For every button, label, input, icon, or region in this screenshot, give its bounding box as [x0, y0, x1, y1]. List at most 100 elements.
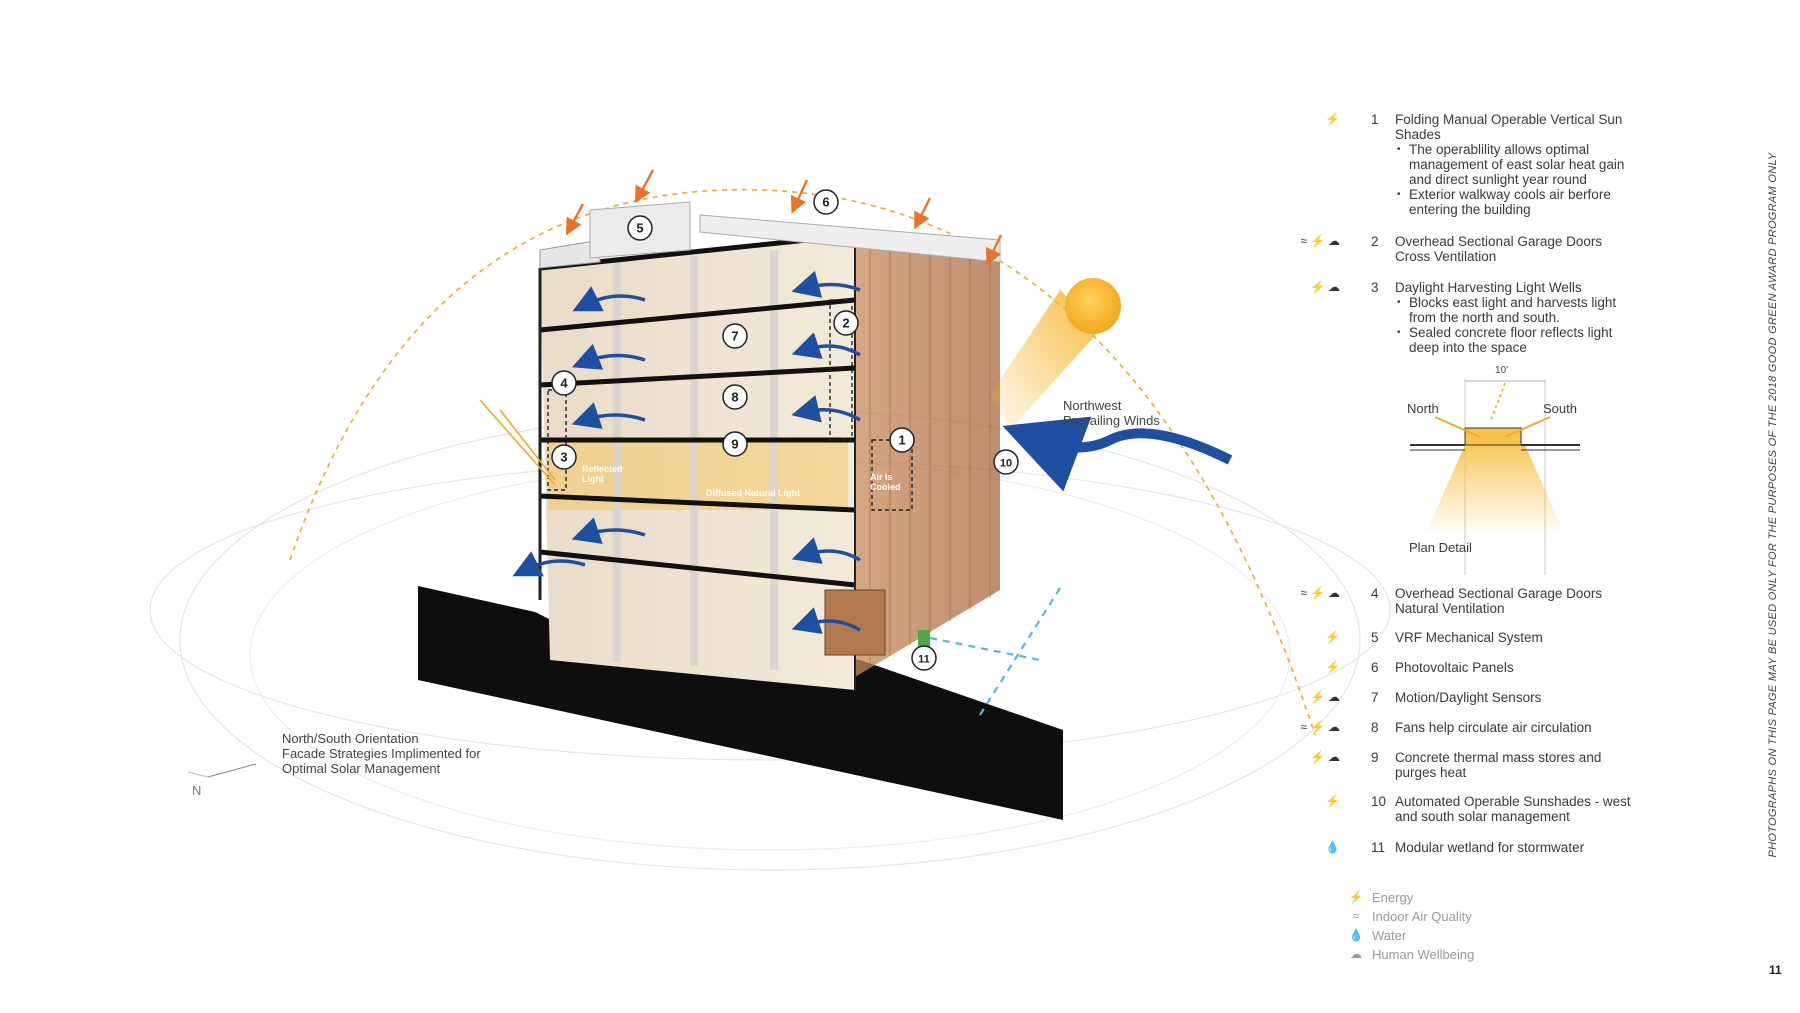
human-wellbeing-icon: ☁ [1328, 690, 1340, 704]
legend-icons: ⚡ [1325, 112, 1340, 127]
key-label: Human Wellbeing [1372, 947, 1475, 962]
marker-circle-8 [722, 384, 748, 410]
legend-number: 10 [1371, 794, 1387, 809]
key-item-human-wellbeing: ☁Human Wellbeing [1348, 945, 1474, 964]
marker-number-2: 2 [842, 316, 849, 331]
marker-number-4: 4 [560, 376, 568, 391]
key-item-water: 💧 Water [1348, 926, 1474, 945]
marker-number-6: 6 [822, 195, 829, 210]
energy-icon: ⚡ [1310, 280, 1325, 294]
legend-number: 9 [1371, 750, 1379, 765]
energy-icon: ⚡ [1325, 112, 1340, 126]
plaza-dashed-lines [929, 587, 1061, 719]
plan-south-label: South [1543, 401, 1577, 416]
marker-number-11: 11 [918, 654, 930, 666]
indoor-air-quality-icon: ≈ [1300, 234, 1308, 248]
water-icon: 💧 [1325, 840, 1340, 854]
reflected-light-rays [479, 399, 556, 486]
key-label: Energy [1372, 890, 1414, 905]
water-icon: 💧 [1348, 928, 1364, 942]
sun-ray-arrows [565, 169, 1003, 266]
legend-title: VRF Mechanical System [1395, 630, 1543, 645]
number-markers: 1 2 3 4 5 6 7 8 9 10 11 [551, 189, 1019, 671]
photo-usage-note: PHOTOGRAPHS ON THIS PAGE MAY BE USED ONL… [1767, 152, 1779, 858]
interior-wind-arrows [512, 270, 861, 634]
legend-bullets: Blocks east light and harvests light fro… [1395, 295, 1635, 355]
key-label: Indoor Air Quality [1372, 909, 1472, 924]
marker-number-3: 3 [560, 450, 567, 465]
energy-icon: ⚡ [1310, 720, 1325, 734]
key-item-indoor-air-quality: ≈ Indoor Air Quality [1348, 907, 1474, 926]
energy-icon: ⚡ [1325, 794, 1340, 808]
orientation-note: North/South Orientation Facade Strategie… [282, 731, 481, 776]
northwest-winds-label: Northwest Prevailing Winds [1063, 398, 1160, 428]
indoor-air-quality-icon: ≈ [1300, 720, 1308, 734]
legend-bullet: Exterior walkway cools air berfore enter… [1397, 187, 1635, 217]
legend-number: 6 [1371, 660, 1379, 675]
legend-bullets: The operablility allows optimal manageme… [1395, 142, 1635, 217]
legend-icons: ≈⚡☁ [1300, 720, 1340, 735]
key-item-energy: ⚡ Energy [1348, 888, 1474, 907]
legend-number: 3 [1371, 280, 1379, 295]
marker-circle-11 [911, 645, 937, 671]
marker-circle-10 [993, 449, 1019, 475]
human-wellbeing-icon: ☁ [1328, 720, 1340, 734]
marker-circle-4 [551, 370, 577, 396]
legend-bullet: Blocks east light and harvests light fro… [1397, 295, 1635, 325]
indoor-air-quality-icon: ≈ [1300, 586, 1308, 600]
legend-number: 11 [1371, 840, 1386, 855]
reflected-light-callout: Reflected Light [582, 464, 623, 484]
legend-icons: ≈⚡☁ [1300, 234, 1340, 249]
legend-title: Motion/Daylight Sensors [1395, 690, 1542, 705]
energy-icon: ⚡ [1310, 234, 1325, 248]
compass-label: N [192, 783, 201, 798]
energy-icon: ⚡ [1325, 630, 1340, 644]
marker-number-8: 8 [731, 390, 738, 405]
energy-icon: ⚡ [1310, 750, 1325, 764]
marker-number-5: 5 [636, 221, 643, 236]
sun-path-arc [289, 188, 1316, 736]
legend-title: Overhead Sectional Garage Doors Cross Ve… [1395, 234, 1603, 264]
plan-north-label: North [1407, 401, 1439, 416]
northwest-wind-arrow [1002, 416, 1233, 492]
sun-icon [1065, 278, 1121, 334]
marker-number-9: 9 [731, 437, 738, 452]
energy-icon: ⚡ [1310, 690, 1325, 704]
legend-icons: 💧 [1325, 840, 1340, 855]
marker-number-7: 7 [731, 329, 738, 344]
air-cooled-callout: Air is Cooled [870, 472, 901, 492]
plan-detail-title: Plan Detail [1409, 540, 1472, 555]
legend-title: Automated Operable Sunshades - west and … [1395, 794, 1631, 824]
marker-number-1: 1 [898, 433, 905, 448]
marker-number-10: 10 [1000, 458, 1012, 470]
legend-icons: ⚡ [1325, 794, 1340, 809]
legend-number: 2 [1371, 234, 1379, 249]
key-label: Water [1372, 928, 1407, 943]
legend-number: 5 [1371, 630, 1379, 645]
legend-number: 7 [1371, 690, 1379, 705]
energy-icon: ⚡ [1348, 890, 1364, 904]
indoor-air-quality-icon: ≈ [1352, 909, 1360, 923]
legend-bullet: The operablility allows optimal manageme… [1397, 142, 1635, 187]
legend-title: Folding Manual Operable Vertical Sun Sha… [1395, 112, 1623, 142]
energy-icon: ⚡ [1310, 586, 1325, 600]
marker-circle-3 [551, 444, 577, 470]
legend-icons: ⚡☁ [1310, 750, 1340, 765]
wetland-planter [824, 589, 886, 656]
human-wellbeing-icon: ☁ [1328, 586, 1340, 600]
marker-circle-9 [722, 431, 748, 457]
marker-circle-6 [813, 189, 839, 215]
legend-icons: ≈⚡☁ [1300, 586, 1340, 601]
plan-dimension: 10' [1495, 365, 1509, 376]
compass: N [187, 763, 257, 798]
plan-detail-drawing [1410, 379, 1580, 575]
marker-circle-5 [627, 215, 653, 241]
legend-title: Daylight Harvesting Light Wells [1395, 280, 1582, 295]
energy-icon: ⚡ [1325, 660, 1340, 674]
legend-bullet: Sealed concrete floor reflects light dee… [1397, 325, 1635, 355]
legend-title: Concrete thermal mass stores and purges … [1395, 750, 1602, 780]
marker-circle-7 [722, 323, 748, 349]
human-wellbeing-icon: ☁ [1328, 280, 1340, 294]
page-number: 11 [1769, 963, 1782, 977]
